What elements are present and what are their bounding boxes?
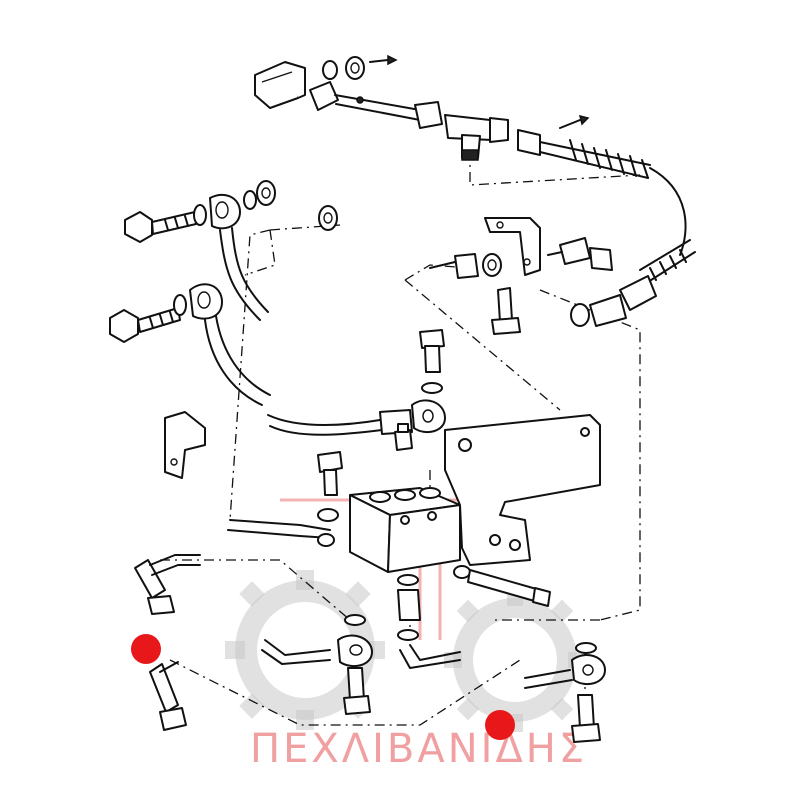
watermark-gear-left [225, 570, 385, 730]
banjo-bolt-lower [109, 283, 223, 343]
bolt-right-plate [453, 565, 551, 607]
top-pipe [309, 81, 443, 129]
bracket-upper-center [484, 217, 541, 276]
nipple-and-nut [429, 253, 502, 279]
pipe-lower-left-bent [134, 554, 201, 615]
top-t-fitting [444, 114, 509, 161]
watermark-gear-right [444, 588, 586, 732]
red-marker-right [485, 710, 515, 740]
spring-guard-hose-right [570, 167, 696, 327]
pipe-right-lower [399, 642, 606, 743]
fittings-below-block [397, 574, 421, 641]
red-marker-left [131, 634, 161, 664]
mounting-plate [444, 414, 601, 566]
fitting-right-elbow [547, 237, 613, 271]
banjo-bolt-upper [124, 180, 276, 243]
watermark-text: ΠΕΧΛΙΒΑΝΙΔΗΣ [250, 726, 587, 772]
leader-lines [160, 150, 641, 726]
bolt-top-block [419, 329, 445, 394]
bolt-left-block [317, 451, 343, 547]
bracket-small-left [164, 411, 206, 479]
grease-nipple [394, 423, 413, 451]
valve-block [349, 487, 461, 573]
pipe-center-banjo [261, 614, 373, 715]
highlight-markers [131, 634, 515, 740]
top-elbow-fitting [254, 61, 306, 109]
washer-single-upper [318, 205, 338, 231]
top-washers [322, 54, 398, 80]
pipe-lower-left-second [149, 661, 187, 731]
bolt-vertical-center [491, 287, 521, 335]
spring-guard-hose-upper [517, 114, 651, 179]
